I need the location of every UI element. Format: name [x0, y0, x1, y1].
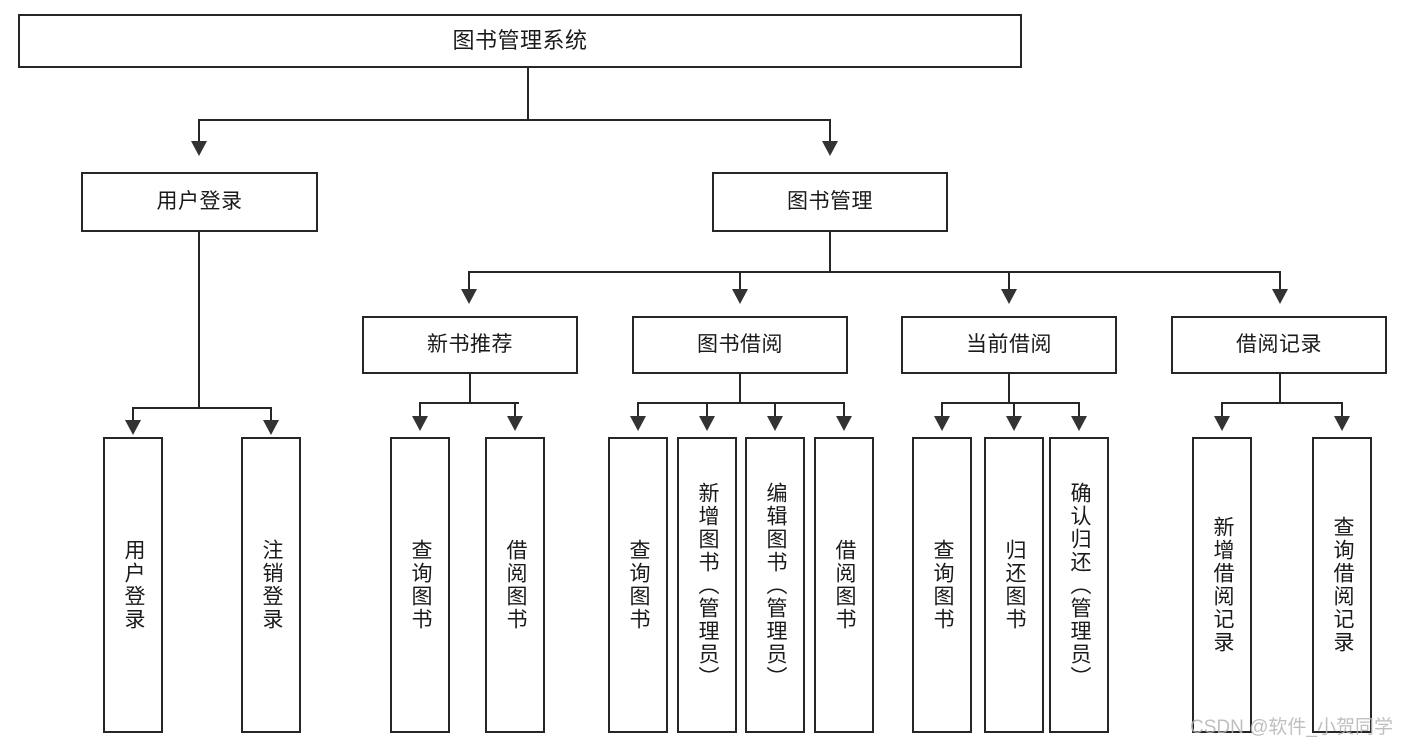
node-leaf-confirm-return-label: 确认归还（管理员）: [1068, 481, 1092, 689]
connector-br-to-leaf2: [1341, 402, 1343, 418]
node-leaf-borrow-book-2[interactable]: 借阅图书: [814, 437, 874, 733]
connector-user-login-bus: [132, 407, 270, 409]
connector-root-to-book-manage: [829, 119, 831, 141]
connector-bm-to-new-book: [468, 271, 470, 289]
node-book-manage[interactable]: 图书管理: [712, 172, 948, 232]
node-leaf-return-book[interactable]: 归还图书: [984, 437, 1044, 733]
node-leaf-borrow-book-1[interactable]: 借阅图书: [485, 437, 545, 733]
node-book-borrow[interactable]: 图书借阅: [632, 316, 848, 374]
node-leaf-add-record[interactable]: 新增借阅记录: [1192, 437, 1252, 733]
node-leaf-query-record-label: 查询借阅记录: [1331, 516, 1355, 654]
node-book-borrow-label: 图书借阅: [697, 332, 783, 356]
connector-newbook-to-leaf1: [419, 402, 421, 418]
connector-bookborrow-bus: [637, 402, 844, 404]
arrowhead-bm-to-borrow-record: [1272, 289, 1288, 304]
connector-book-manage-bus: [468, 271, 1280, 273]
arrowhead-bb-to-leaf3: [767, 416, 783, 431]
arrowhead-root-to-book-manage: [822, 141, 838, 156]
node-leaf-edit-book[interactable]: 编辑图书（管理员）: [745, 437, 805, 733]
arrowhead-cb-to-leaf2: [1006, 416, 1022, 431]
node-leaf-borrow-book-1-label: 借阅图书: [504, 539, 528, 631]
node-leaf-add-record-label: 新增借阅记录: [1211, 516, 1235, 654]
connector-currentborrow-bus: [941, 402, 1079, 404]
connector-bb-to-leaf2: [706, 402, 708, 418]
node-borrow-record-label: 借阅记录: [1236, 332, 1322, 356]
arrowhead-br-to-leaf1: [1214, 416, 1230, 431]
connector-borrowrecord-stem: [1279, 374, 1281, 403]
arrowhead-bb-to-leaf4: [836, 416, 852, 431]
arrowhead-bm-to-current-borrow: [1001, 289, 1017, 304]
node-leaf-query-record[interactable]: 查询借阅记录: [1312, 437, 1372, 733]
node-leaf-query-book-2[interactable]: 查询图书: [608, 437, 668, 733]
node-leaf-user-login-label: 用户登录: [122, 539, 146, 631]
connector-user-login-to-leaf2: [270, 407, 272, 422]
node-user-login-label: 用户登录: [156, 189, 243, 213]
node-leaf-query-book-3[interactable]: 查询图书: [912, 437, 972, 733]
connector-bm-to-borrow-record: [1279, 271, 1281, 289]
arrowhead-root-to-user-login: [191, 141, 207, 156]
node-leaf-edit-book-label: 编辑图书（管理员）: [764, 481, 788, 689]
node-leaf-user-login[interactable]: 用户登录: [103, 437, 163, 733]
csdn-watermark: CSDN @软件_小贺同学: [1190, 717, 1393, 738]
connector-root-bus: [198, 119, 830, 121]
arrowhead-br-to-leaf2: [1334, 416, 1350, 431]
connector-newbook-to-leaf2: [514, 402, 516, 418]
connector-bb-to-leaf1: [637, 402, 639, 418]
node-leaf-query-book-2-label: 查询图书: [627, 539, 651, 631]
connector-bb-to-leaf3: [774, 402, 776, 418]
connector-user-login-stem: [198, 232, 200, 408]
arrowhead-newbook-to-leaf1: [412, 416, 428, 431]
connector-user-login-to-leaf1: [132, 407, 134, 422]
connector-bm-to-book-borrow: [739, 271, 741, 289]
arrowhead-user-login-to-leaf2: [263, 420, 279, 435]
node-leaf-query-book-1[interactable]: 查询图书: [390, 437, 450, 733]
node-leaf-add-book-label: 新增图书（管理员）: [696, 481, 720, 689]
arrowhead-bb-to-leaf1: [630, 416, 646, 431]
node-leaf-query-book-1-label: 查询图书: [409, 539, 433, 631]
connector-root-to-user-login: [198, 119, 200, 141]
connector-cb-to-leaf2: [1013, 402, 1015, 418]
node-leaf-user-logout[interactable]: 注销登录: [241, 437, 301, 733]
node-new-book-recommend[interactable]: 新书推荐: [362, 316, 578, 374]
connector-currentborrow-stem: [1008, 374, 1010, 403]
arrowhead-user-login-to-leaf1: [125, 420, 141, 435]
node-leaf-user-logout-label: 注销登录: [260, 539, 284, 631]
node-user-login[interactable]: 用户登录: [81, 172, 318, 232]
node-leaf-return-book-label: 归还图书: [1003, 539, 1027, 631]
node-leaf-borrow-book-2-label: 借阅图书: [833, 539, 857, 631]
node-leaf-confirm-return[interactable]: 确认归还（管理员）: [1049, 437, 1109, 733]
connector-cb-to-leaf3: [1078, 402, 1080, 418]
connector-borrowrecord-bus: [1221, 402, 1342, 404]
node-borrow-record[interactable]: 借阅记录: [1171, 316, 1387, 374]
node-current-borrow[interactable]: 当前借阅: [901, 316, 1117, 374]
connector-br-to-leaf1: [1221, 402, 1223, 418]
arrowhead-cb-to-leaf3: [1071, 416, 1087, 431]
node-root-label: 图书管理系统: [452, 28, 588, 54]
connector-newbook-stem: [469, 374, 471, 403]
connector-book-manage-stem: [829, 232, 831, 272]
arrowhead-bm-to-book-borrow: [732, 289, 748, 304]
node-new-book-recommend-label: 新书推荐: [427, 332, 513, 356]
arrowhead-newbook-to-leaf2: [507, 416, 523, 431]
arrowhead-bb-to-leaf2: [699, 416, 715, 431]
node-current-borrow-label: 当前借阅: [966, 332, 1052, 356]
node-leaf-add-book[interactable]: 新增图书（管理员）: [677, 437, 737, 733]
connector-bb-to-leaf4: [843, 402, 845, 418]
node-book-manage-label: 图书管理: [787, 189, 873, 213]
connector-cb-to-leaf1: [941, 402, 943, 418]
arrowhead-bm-to-new-book: [461, 289, 477, 304]
node-root[interactable]: 图书管理系统: [18, 14, 1022, 68]
connector-bookborrow-stem: [739, 374, 741, 403]
node-leaf-query-book-3-label: 查询图书: [931, 539, 955, 631]
arrowhead-cb-to-leaf1: [934, 416, 950, 431]
connector-newbook-bus: [419, 402, 519, 404]
connector-root-stem: [527, 68, 529, 120]
connector-bm-to-current-borrow: [1008, 271, 1010, 289]
